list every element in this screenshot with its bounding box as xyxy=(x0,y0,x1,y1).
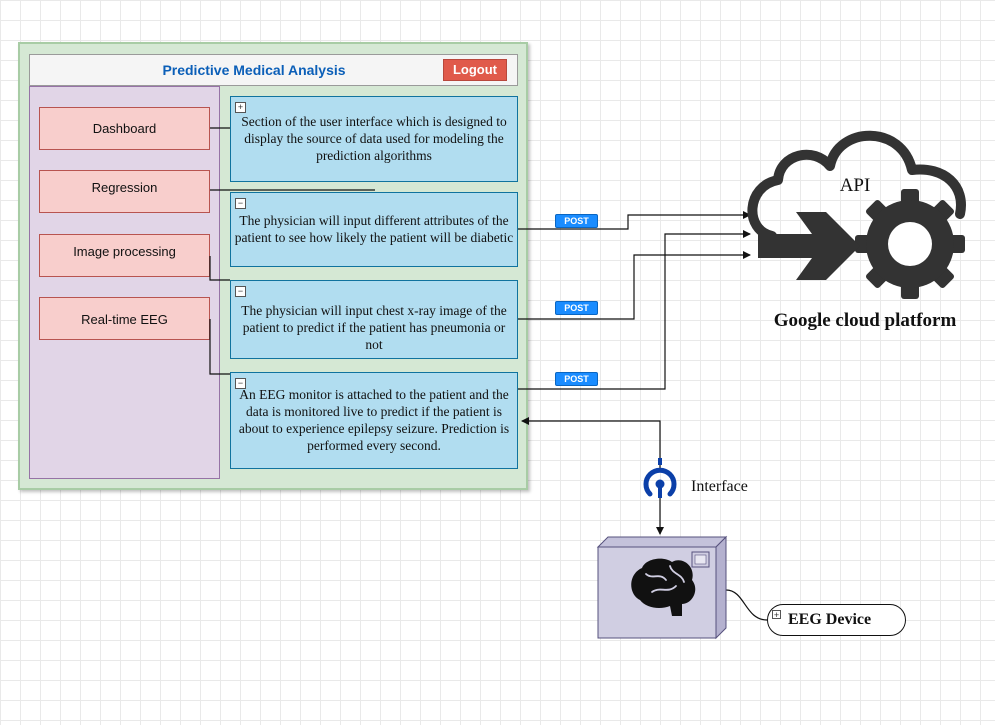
panel-text: Section of the user interface which is d… xyxy=(241,114,507,163)
nav-item-real-time-eeg[interactable]: Real-time EEG xyxy=(39,297,210,340)
nav-connector xyxy=(209,319,230,375)
interface-label: Interface xyxy=(691,478,748,495)
post-request-badge: POST xyxy=(555,214,598,228)
panel-real-time-eeg: − An EEG monitor is attached to the pati… xyxy=(230,372,518,469)
collapse-toggle-icon[interactable]: − xyxy=(235,286,246,297)
eeg-device-label: EEG Device xyxy=(788,611,872,628)
brain-icon xyxy=(631,558,696,616)
nav-item-regression[interactable]: Regression xyxy=(39,170,210,213)
post-request-badge: POST xyxy=(555,301,598,315)
request-arrow xyxy=(518,251,751,320)
expand-toggle-icon[interactable]: + xyxy=(235,102,246,113)
sidebar xyxy=(29,86,220,479)
nav-item-image-processing[interactable]: Image processing xyxy=(39,234,210,277)
platform-label: Google cloud platform xyxy=(773,310,957,331)
api-label: API xyxy=(839,175,871,196)
request-arrow xyxy=(518,230,751,390)
interface-arrow xyxy=(521,417,661,472)
panel-text: The physician will input different attri… xyxy=(234,213,514,245)
eeg-device-label-box xyxy=(767,604,906,636)
device-label-connector xyxy=(725,589,768,621)
app-title: Predictive Medical Analysis xyxy=(162,62,346,78)
gear-icon xyxy=(855,189,965,299)
panel-text: An EEG monitor is attached to the patien… xyxy=(238,387,510,453)
expand-toggle-icon[interactable]: + xyxy=(772,610,781,620)
panel-image-processing: − The physician will input chest x-ray i… xyxy=(230,280,518,359)
app-header xyxy=(29,54,518,86)
arrow-right-icon xyxy=(758,212,860,280)
panel-dashboard: + Section of the user interface which is… xyxy=(230,96,518,182)
post-request-badge: POST xyxy=(555,372,598,386)
panel-text: The physician will input chest x-ray ima… xyxy=(241,303,507,352)
collapse-toggle-icon[interactable]: − xyxy=(235,198,246,209)
cloud-outline xyxy=(747,130,966,241)
antenna-interface-icon xyxy=(643,458,677,498)
panel-regression: − The physician will input different att… xyxy=(230,192,518,267)
cloud-gear-icon xyxy=(747,130,966,299)
logout-button[interactable]: Logout xyxy=(443,59,507,81)
request-arrow xyxy=(518,211,751,230)
nav-item-dashboard[interactable]: Dashboard xyxy=(39,107,210,150)
collapse-toggle-icon[interactable]: − xyxy=(235,378,246,389)
nav-connector xyxy=(209,256,230,281)
